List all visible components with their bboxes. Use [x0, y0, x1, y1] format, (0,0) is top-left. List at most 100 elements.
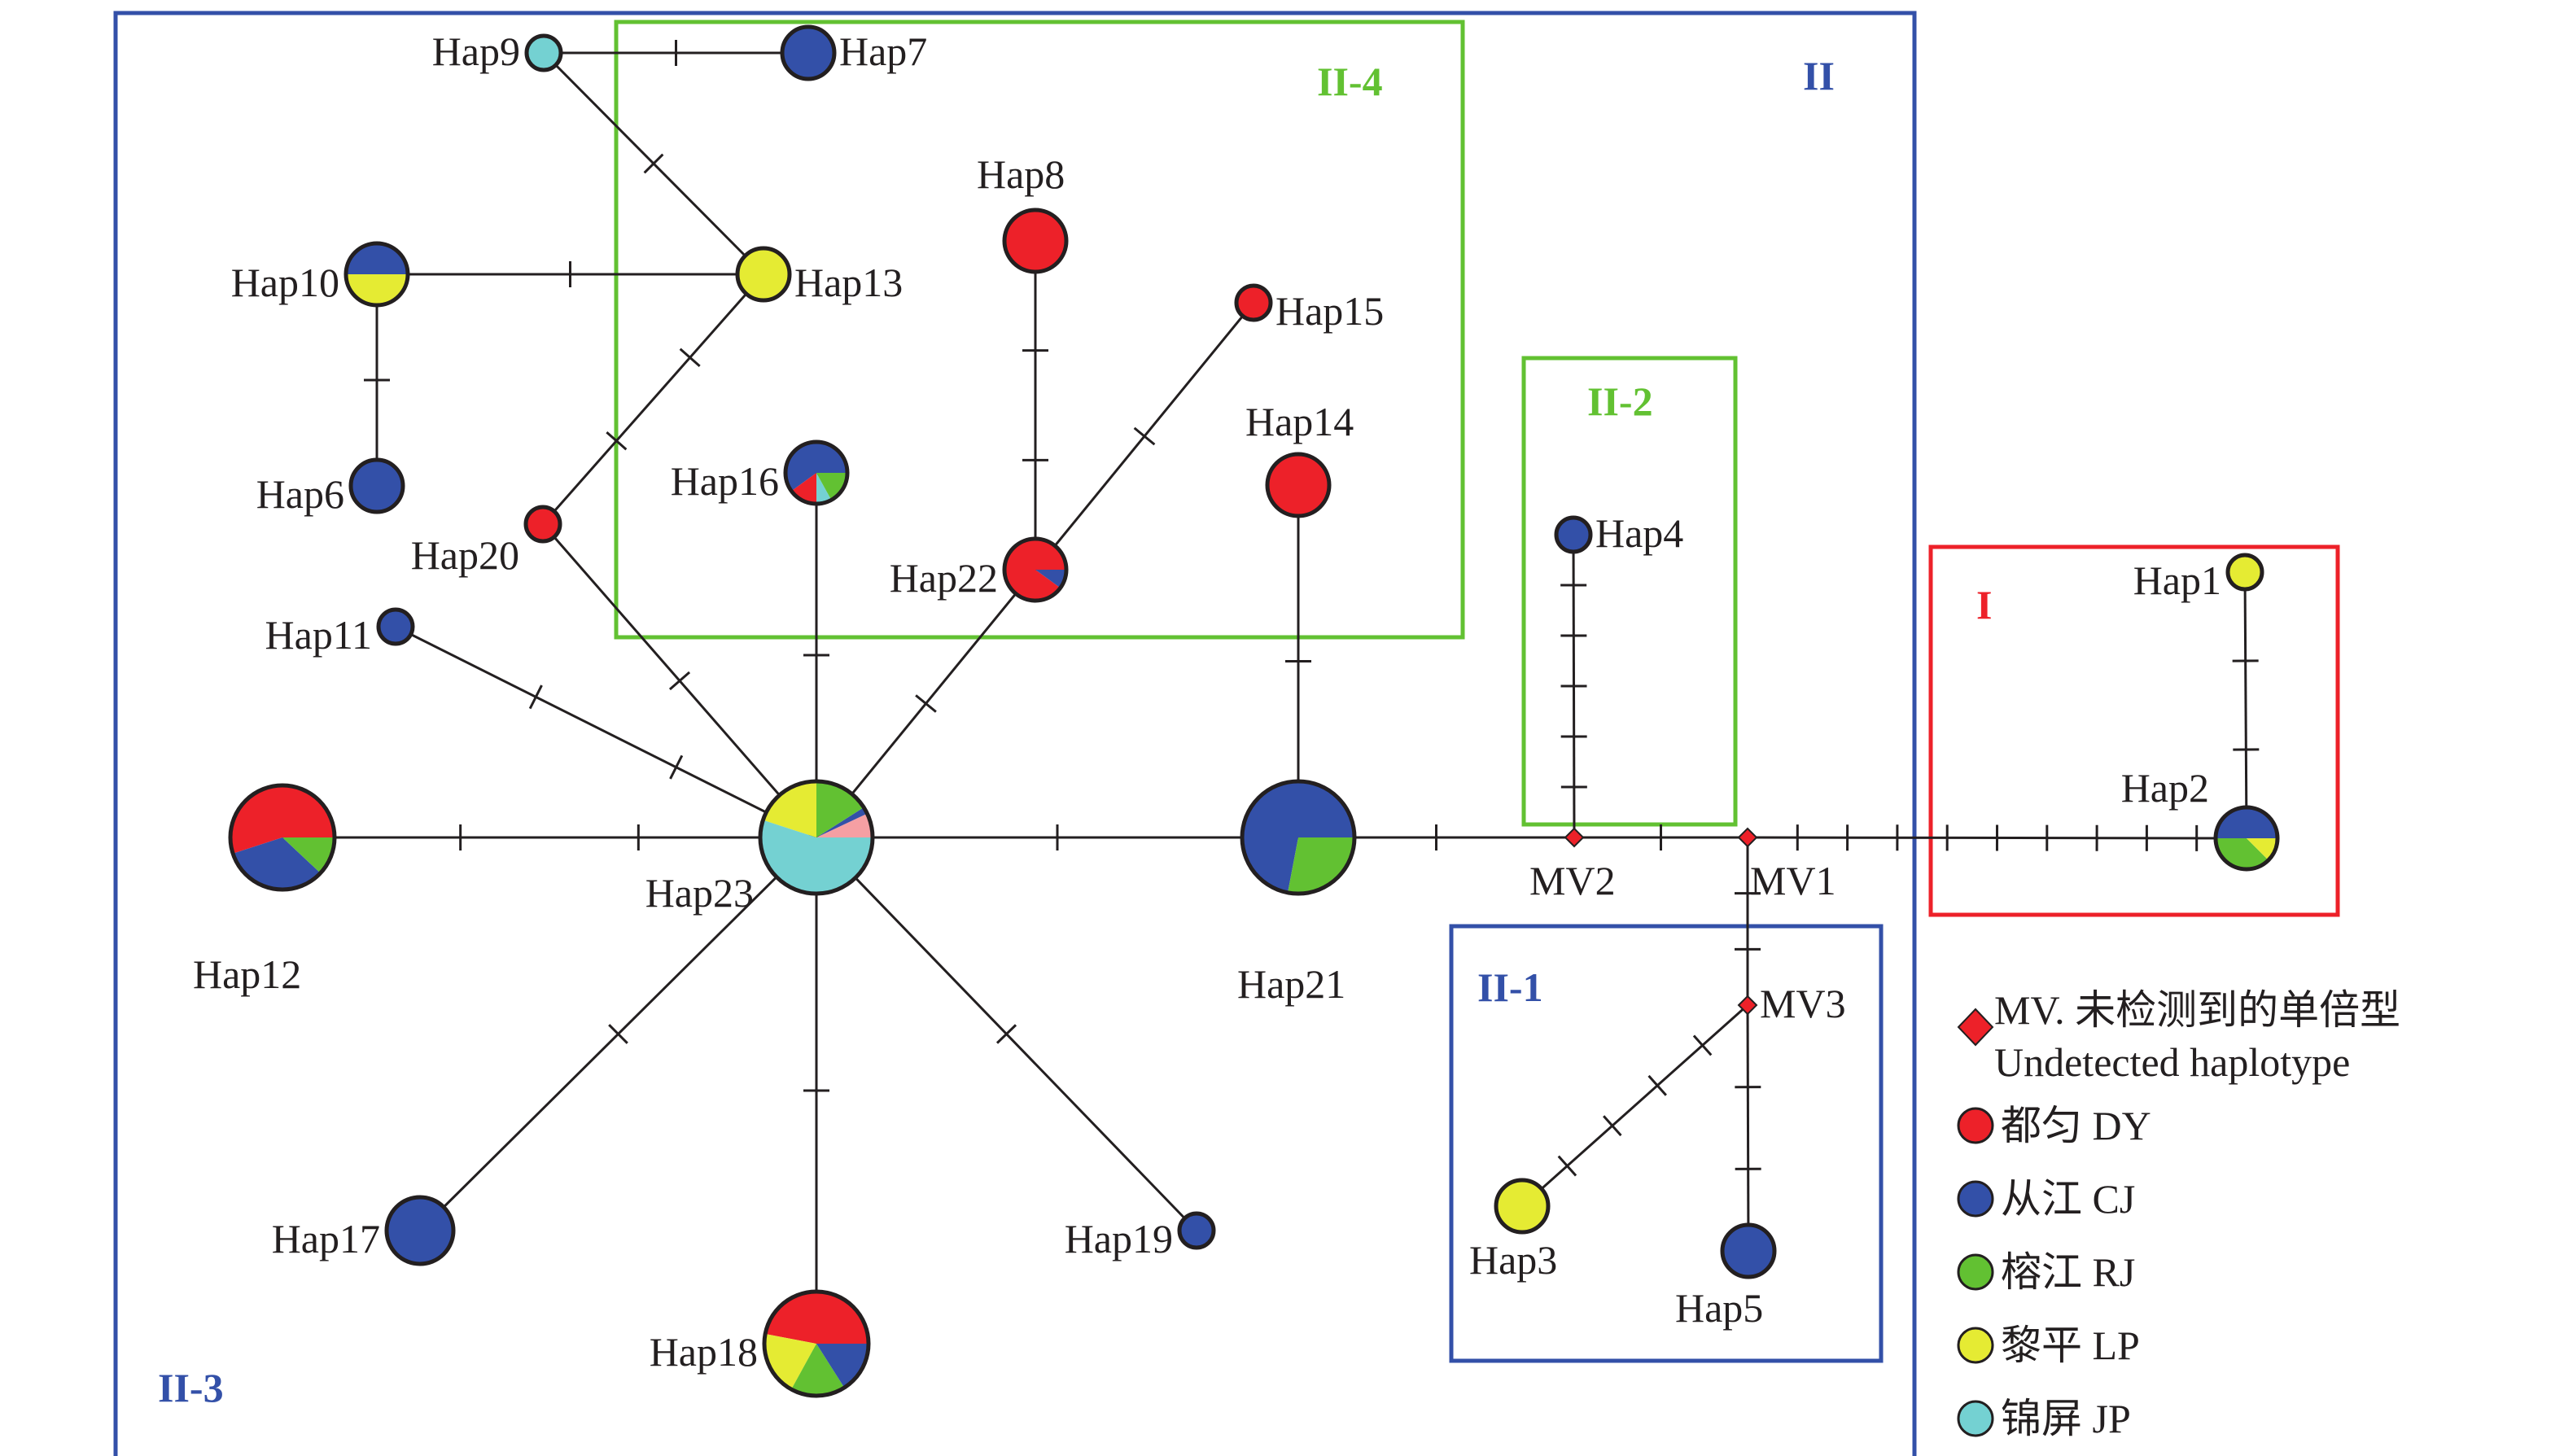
group-label-II-3: II-3 — [158, 1365, 224, 1410]
pie-slice-LP — [1496, 1180, 1548, 1232]
median-vector-label-MV2: MV2 — [1529, 858, 1616, 903]
legend-label-LP: 黎平 LP — [2001, 1323, 2140, 1368]
node-outline — [1002, 536, 1069, 603]
haplotype-label-Hap17: Hap17 — [272, 1216, 380, 1261]
network-edges — [282, 40, 2260, 1344]
haplotype-label-Hap4: Hap4 — [1595, 510, 1683, 556]
haplotype-label-Hap22: Hap22 — [890, 555, 998, 601]
node-outline — [1002, 208, 1069, 274]
edge-MV3-Hap3 — [1521, 1003, 1748, 1208]
edge-Hap13-Hap20 — [541, 273, 765, 525]
haplotype-node-Hap18 — [762, 1289, 871, 1398]
haplotype-node-Hap5 — [1720, 1222, 1777, 1279]
pie-slice-CJ — [346, 243, 408, 274]
haplotype-node-Hap19 — [1177, 1211, 1216, 1250]
mutation-tick — [669, 754, 684, 780]
median-vector-MV2 — [1564, 827, 1585, 848]
node-outline — [343, 241, 410, 308]
haplotype-node-Hap17 — [384, 1195, 456, 1266]
pie-slice-DY — [526, 507, 560, 541]
node-outline — [762, 1289, 871, 1398]
pie-slice-LP — [2228, 555, 2262, 589]
pie-slice-CJ — [1556, 518, 1590, 552]
haplotype-label-Hap16: Hap16 — [671, 458, 779, 504]
haplotype-node-Hap12 — [228, 783, 337, 892]
node-outline — [2213, 805, 2280, 872]
pie-slice-JP — [760, 820, 873, 894]
haplotype-node-Hap13 — [735, 246, 792, 303]
legend-mv-label: MV. 未检测到的单倍型 — [1994, 987, 2400, 1033]
mutation-tick — [668, 671, 691, 691]
haplotype-node-Hap22 — [1002, 536, 1069, 603]
node-outline — [228, 783, 337, 892]
haplotype-node-Hap8 — [1002, 208, 1069, 274]
pie-slice-LP — [2247, 838, 2277, 860]
legend: MV. 未检测到的单倍型 Undetected haplotype 都匀 DY从… — [1957, 987, 2400, 1441]
pie-slice-CJ — [1242, 781, 1354, 893]
haplotype-node-Hap2 — [2213, 805, 2280, 872]
legend-label-JP: 锦屏 JP — [2001, 1396, 2131, 1441]
group-label-II-1: II-1 — [1477, 964, 1543, 1010]
median-vector-label-MV1: MV1 — [1750, 858, 1836, 903]
pie-slice-RJ — [1288, 837, 1354, 894]
group-box-II — [113, 11, 1917, 1456]
haplotype-label-Hap5: Hap5 — [1675, 1285, 1763, 1331]
pie-slice-CJ — [1035, 570, 1066, 588]
node-outline — [1494, 1178, 1551, 1235]
group-box-I — [1928, 544, 2340, 917]
haplotype-label-Hap6: Hap6 — [256, 471, 344, 517]
haplotype-label-Hap21: Hap21 — [1237, 961, 1345, 1007]
pie-slice-RJ — [282, 837, 335, 873]
haplotype-label-Hap13: Hap13 — [794, 260, 903, 305]
pie-slice-CJ — [2216, 807, 2277, 838]
node-outline — [384, 1195, 456, 1266]
group-label-II-2: II-2 — [1587, 378, 1653, 424]
node-outline — [1554, 515, 1593, 554]
mutation-tick — [1557, 1155, 1577, 1177]
haplotype-node-Hap6 — [348, 457, 405, 514]
legend-mv-diamond-icon — [1957, 1008, 1994, 1047]
node-outline — [1720, 1222, 1777, 1279]
haplotype-node-Hap1 — [2225, 553, 2264, 592]
pie-slice-DY — [1004, 210, 1066, 272]
mutation-tick — [1692, 1034, 1713, 1056]
legend-swatch-CJ — [1957, 1180, 1994, 1218]
haplotype-label-Hap23: Hap23 — [645, 870, 754, 916]
pie-slice-CJ — [233, 837, 321, 890]
haplotype-node-Hap4 — [1554, 515, 1593, 554]
pie-slice-DY — [230, 785, 335, 854]
pie-slice-LP — [346, 274, 408, 305]
median-vector-MV1 — [1737, 827, 1758, 848]
mutation-tick — [528, 684, 543, 710]
median-vector-MV3 — [1737, 995, 1758, 1016]
legend-swatch-DY — [1957, 1107, 1994, 1144]
haplotype-node-Hap10 — [343, 241, 410, 308]
legend-swatch-LP — [1957, 1327, 1994, 1364]
haplotype-label-Hap11: Hap11 — [265, 612, 372, 658]
group-label-II: II — [1803, 53, 1835, 98]
group-boxes — [113, 11, 2340, 1456]
haplotype-label-Hap1: Hap1 — [2133, 557, 2221, 603]
mutation-tick — [608, 1024, 628, 1044]
haplotype-node-Hap21 — [1240, 779, 1357, 896]
pie-slice-CJ — [816, 807, 868, 837]
pie-slice-CJ — [387, 1197, 453, 1264]
pie-slice-RJ — [791, 1344, 845, 1397]
legend-swatch-JP — [1957, 1400, 1994, 1437]
pie-slice-DY — [765, 1291, 869, 1344]
legend-label-DY: 都匀 DY — [2001, 1103, 2151, 1148]
node-outline — [1240, 779, 1357, 896]
node-outline — [780, 24, 837, 81]
group-label-I: I — [1976, 582, 1992, 627]
mutation-tick — [1603, 1115, 1622, 1137]
pie-slice-DY — [1004, 538, 1066, 601]
median-vector-label-MV3: MV3 — [1760, 981, 1846, 1026]
node-outline — [523, 505, 562, 544]
haplotype-label-Hap8: Hap8 — [977, 151, 1065, 197]
node-outline — [1265, 452, 1332, 518]
pie-slice-CJ — [1179, 1213, 1214, 1248]
group-box-II-4 — [614, 20, 1465, 640]
haplotype-label-Hap12: Hap12 — [193, 951, 301, 997]
group-box-II-1 — [1449, 924, 1884, 1363]
pie-slice-JP — [816, 473, 832, 504]
